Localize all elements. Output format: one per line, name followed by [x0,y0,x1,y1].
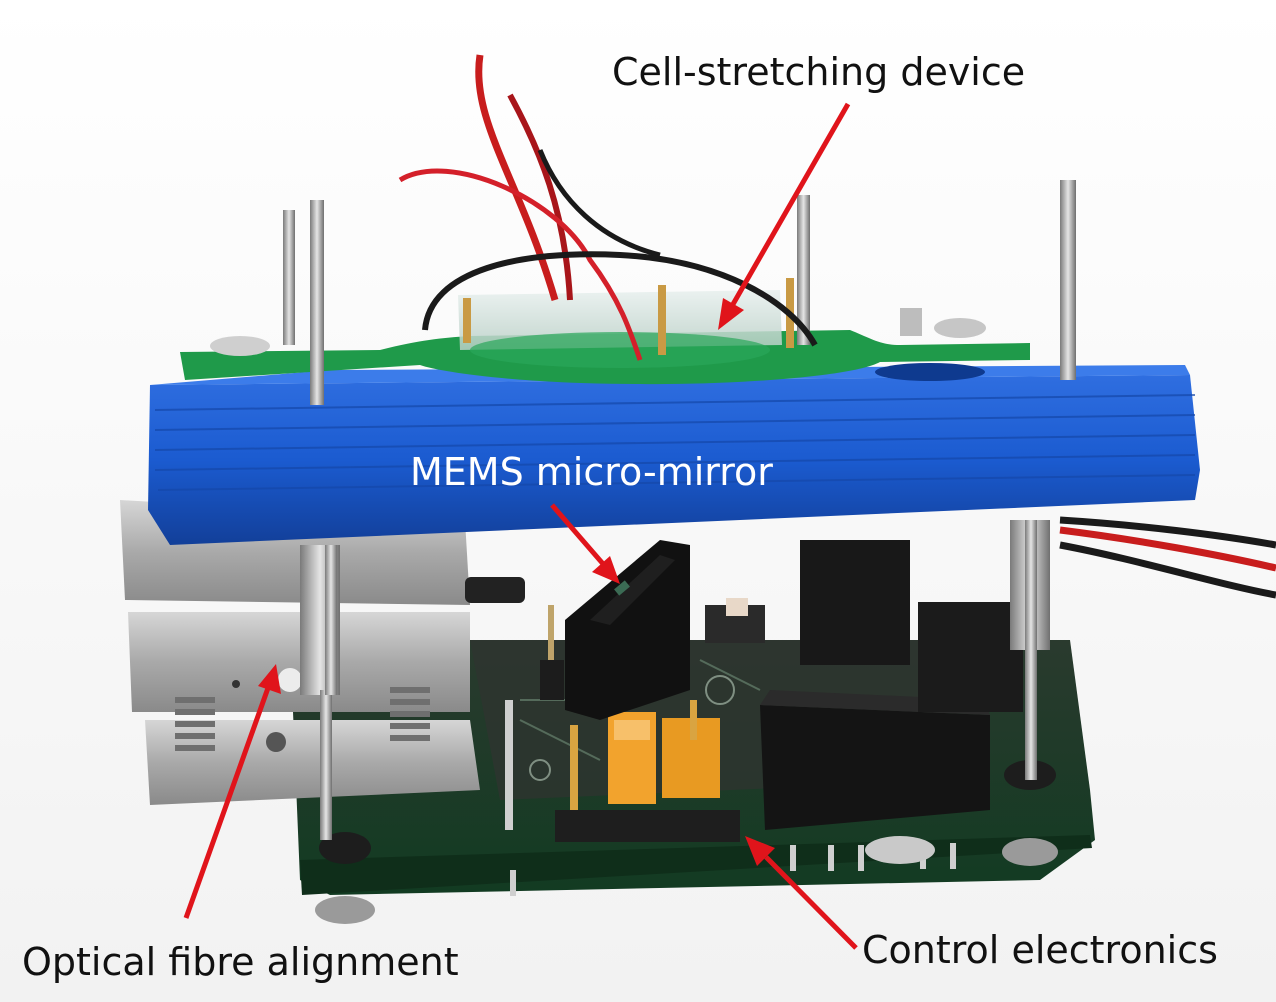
blue-mount [148,363,1200,545]
label-optical-fibre-alignment: Optical fibre alignment [22,940,459,984]
external-cable [1059,516,1276,599]
label-cell-stretching-device: Cell-stretching device [612,50,1026,94]
annotation-arrows [183,102,858,950]
arrow-control [745,836,858,950]
wires [398,54,818,361]
label-mems-micro-mirror: MEMS micro-mirror [410,450,773,494]
electronic-components [505,540,1023,842]
arrow-fibre [183,664,281,919]
label-control-electronics: Control electronics [862,928,1218,972]
arrow-mems [550,503,620,584]
arrow-cell-stretching [718,102,851,330]
threaded-rods [283,180,1076,695]
